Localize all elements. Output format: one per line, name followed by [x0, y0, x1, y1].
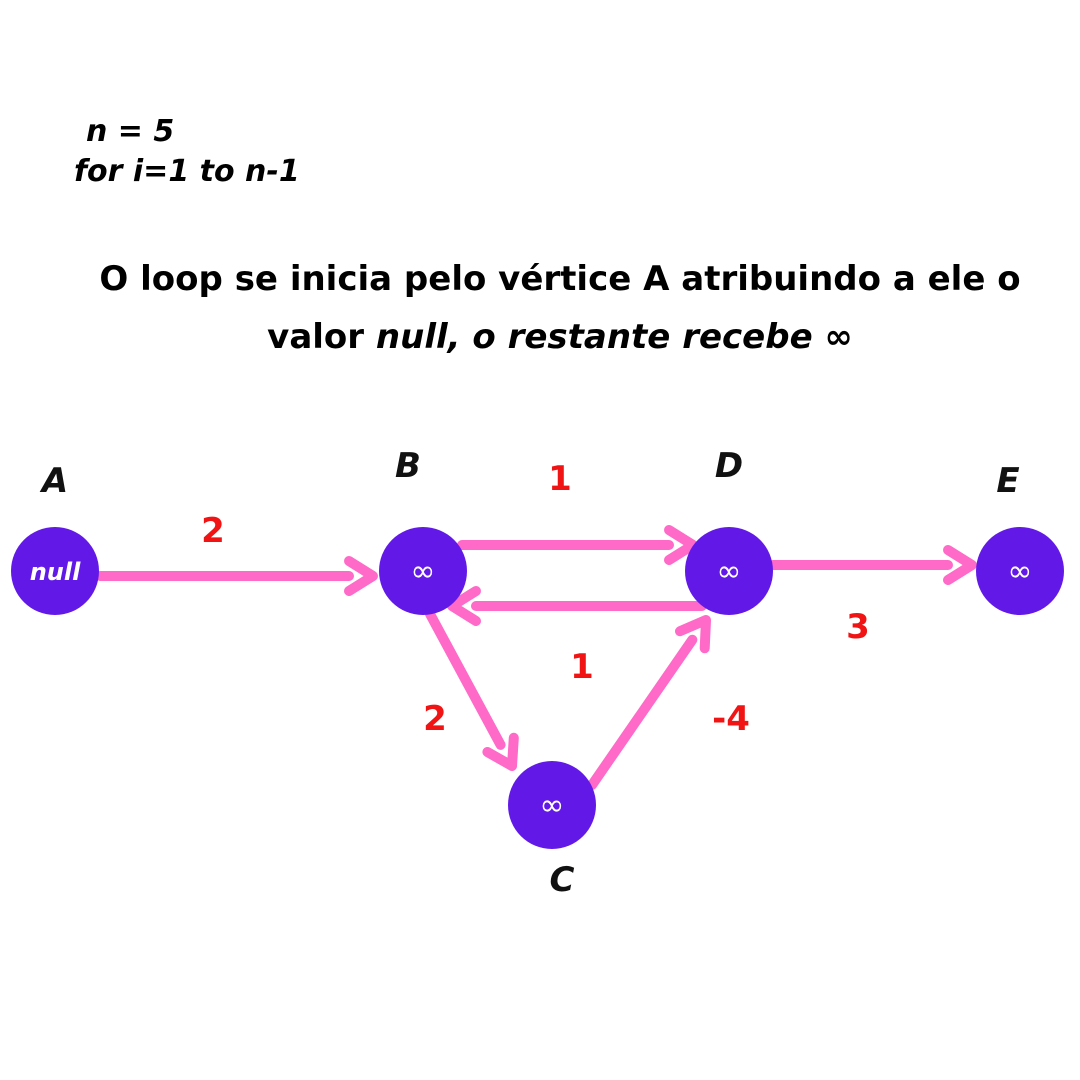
node-label-B: B — [395, 446, 421, 486]
edge-D-B — [447, 586, 707, 626]
node-labels: A B D E C — [39, 446, 1020, 900]
node-circle — [11, 527, 99, 615]
node-value-A: null — [30, 558, 81, 586]
node-circle — [508, 761, 596, 849]
edge-A-B — [95, 556, 378, 596]
node-label-E: E — [996, 461, 1019, 501]
code-line-for: for i=1 to n-1 — [74, 154, 300, 189]
node-circle — [379, 527, 467, 615]
node-label-A: A — [39, 461, 68, 501]
edges — [95, 525, 977, 790]
edge-line — [425, 609, 506, 750]
edge-weight-B-C: 2 — [423, 699, 447, 739]
code-line-n: n = 5 — [86, 114, 175, 149]
arrowhead-icon — [943, 545, 977, 585]
edge-weights: 2 1 1 3 2 -4 — [201, 459, 870, 739]
node-C: ∞ — [508, 761, 596, 849]
arrowhead-icon — [344, 556, 378, 596]
description-line-1: O loop se inicia pelo vértice A atribuin… — [99, 259, 1021, 299]
node-label-D: D — [715, 446, 743, 486]
edge-weight-D-E: 3 — [846, 607, 870, 647]
edge-weight-B-D: 1 — [548, 459, 572, 499]
description-line-2: valor null, o restante recebe ∞ — [60, 308, 1060, 366]
pseudocode: n = 5 for i=1 to n-1 — [74, 112, 300, 192]
description-line-2-italic: null, o restante recebe — [375, 317, 813, 357]
edge-C-D — [587, 615, 711, 790]
node-D: ∞ — [685, 527, 773, 615]
edge-weight-A-B: 2 — [201, 511, 225, 551]
node-value-C: ∞ — [540, 788, 565, 823]
node-value-D: ∞ — [717, 554, 742, 589]
node-value-E: ∞ — [1008, 554, 1033, 589]
node-label-C: C — [550, 860, 575, 900]
node-B: ∞ — [379, 527, 467, 615]
edge-weight-D-B: 1 — [570, 647, 594, 687]
edge-B-C — [425, 609, 519, 771]
arrowhead-icon — [447, 586, 481, 626]
node-circle — [685, 527, 773, 615]
arrowhead-icon — [482, 732, 519, 771]
nodes: null ∞ ∞ ∞ ∞ — [11, 527, 1064, 849]
edge-B-D — [457, 525, 698, 565]
node-A: null — [11, 527, 99, 615]
description-line-2-prefix: valor — [267, 317, 376, 357]
arrowhead-icon — [664, 525, 698, 565]
node-E: ∞ — [976, 527, 1064, 615]
edge-line — [587, 634, 698, 790]
edge-weight-C-D: -4 — [712, 699, 750, 739]
infinity-symbol: ∞ — [812, 317, 853, 357]
edge-D-E — [768, 545, 977, 585]
description: O loop se inicia pelo vértice A atribuin… — [60, 250, 1060, 366]
node-circle — [976, 527, 1064, 615]
node-value-B: ∞ — [411, 554, 436, 589]
arrowhead-icon — [675, 615, 711, 654]
